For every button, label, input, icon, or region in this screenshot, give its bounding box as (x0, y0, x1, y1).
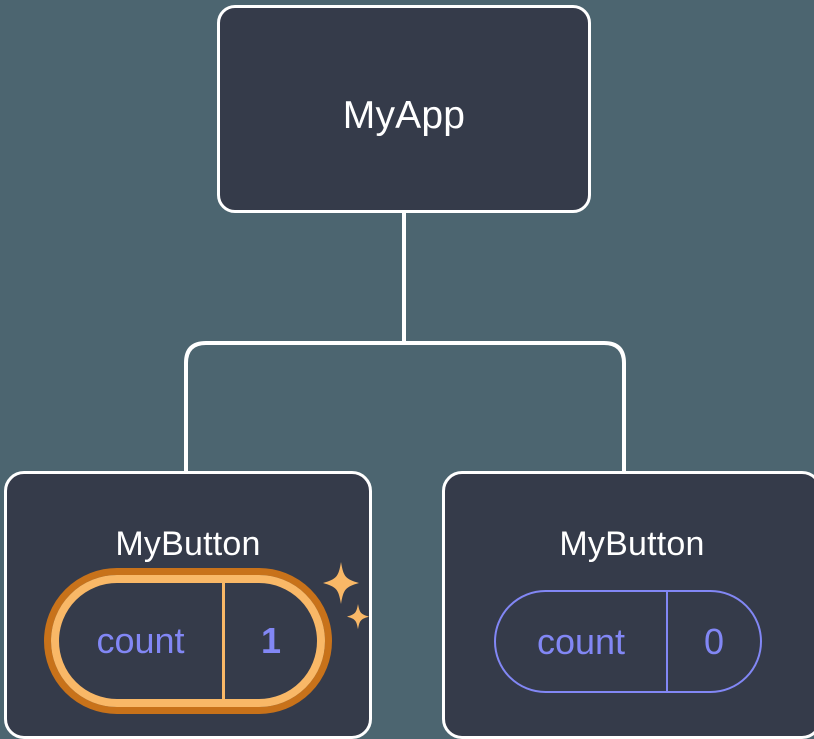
sparkle-small (347, 604, 369, 630)
state-key-label: count (59, 583, 225, 699)
state-key-label: count (496, 592, 668, 691)
component-node-title: MyButton (559, 525, 705, 563)
state-pill-plain[interactable]: count 0 (494, 590, 762, 693)
component-node-title: MyButton (115, 525, 261, 563)
sparkle-large (323, 562, 359, 604)
state-pill-highlighted[interactable]: count 1 (44, 568, 332, 714)
state-pill-body: count 1 (51, 575, 325, 707)
component-node-mybutton-right[interactable]: MyButton (442, 471, 814, 739)
component-node-title: MyApp (342, 94, 466, 137)
component-node-myapp[interactable]: MyApp (217, 5, 591, 213)
sparkles-icon (323, 562, 369, 630)
state-value-label: 0 (703, 620, 725, 662)
state-value-label: 1 (260, 620, 282, 661)
connector-branch (184, 341, 626, 471)
